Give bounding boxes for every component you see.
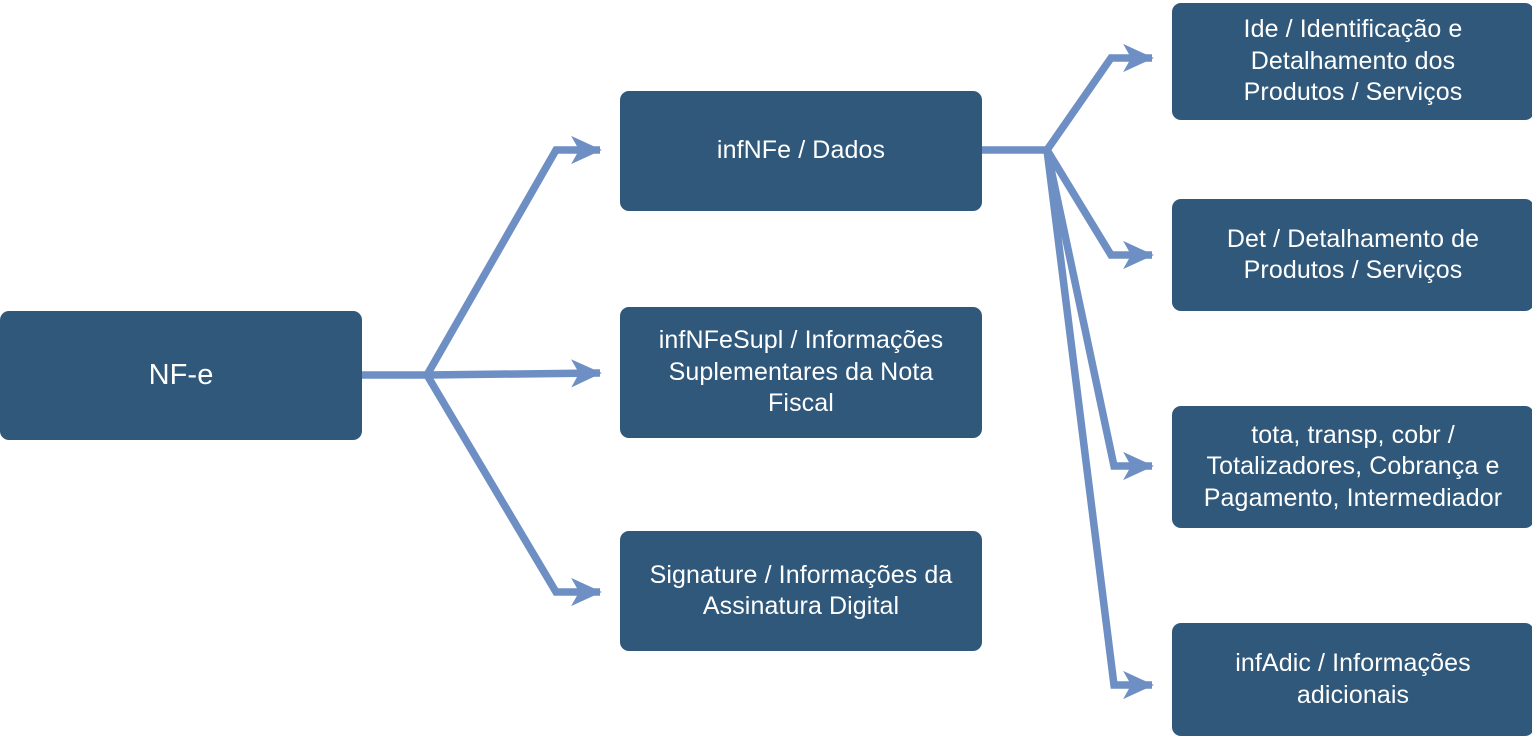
node-tota-label: tota, transp, cobr / Totalizadores, Cobr… [1203, 420, 1503, 512]
node-det[interactable]: Det / Detalhamento de Produtos / Serviço… [1172, 199, 1532, 311]
edge-nfe-infnfe [423, 135, 602, 377]
node-infnfesupl[interactable]: infNFeSupl / Informações Suplementares d… [620, 307, 982, 438]
node-infnfe-label: infNFe / Dados [716, 136, 886, 165]
node-nfe[interactable]: NF-e [0, 311, 362, 440]
edge-infnfe-ide [1043, 43, 1154, 153]
node-ide-label: Ide / Identificação e Detalhamento dos P… [1243, 15, 1463, 107]
node-ide[interactable]: Ide / Identificação e Detalhamento dos P… [1172, 3, 1532, 120]
edge-infnfe-det [1043, 148, 1154, 270]
node-signature[interactable]: Signature / Informações da Assinatura Di… [620, 531, 982, 651]
edge-nfe-signature [423, 373, 602, 607]
node-nfe-label: NF-e [148, 359, 214, 392]
node-infadic-label: infAdic / Informações adicionais [1235, 649, 1471, 709]
edge-infnfe-infadic [1043, 149, 1154, 700]
node-infnfe[interactable]: infNFe / Dados [620, 91, 982, 211]
edge-infnfe-tota [1043, 149, 1154, 481]
node-infnfesupl-label: infNFeSupl / Informações Suplementares d… [658, 326, 944, 418]
node-signature-label: Signature / Informações da Assinatura Di… [649, 560, 953, 621]
node-det-label: Det / Detalhamento de Produtos / Serviço… [1226, 224, 1480, 285]
node-infadic[interactable]: infAdic / Informações adicionais [1172, 623, 1532, 736]
node-tota[interactable]: tota, transp, cobr / Totalizadores, Cobr… [1172, 406, 1532, 528]
edge-nfe-infnfesupl [426, 359, 602, 388]
